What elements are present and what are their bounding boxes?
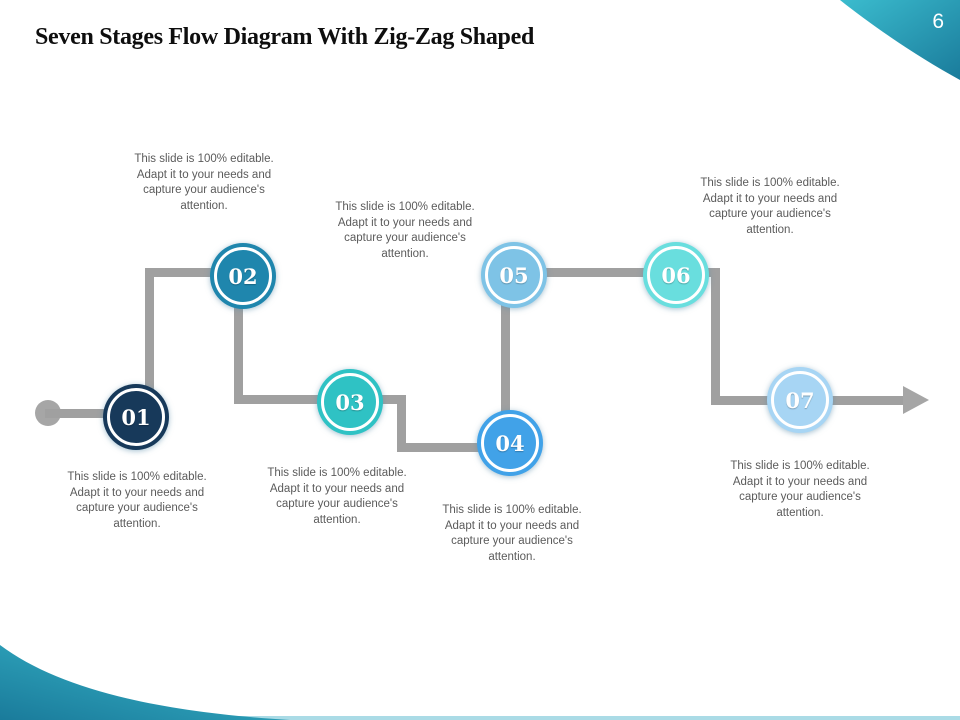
stage-number: 06: [661, 262, 691, 288]
caption-stage-04: This slide is 100% editable. Adapt it to…: [442, 504, 582, 563]
stage-circle-03: 03: [317, 369, 383, 435]
slide-title: Seven Stages Flow Diagram With Zig-Zag S…: [35, 24, 534, 50]
page-number: 6: [932, 10, 944, 33]
stage-circle-02: 02: [210, 243, 276, 309]
connector-segment: [397, 443, 513, 452]
caption-stage-01: This slide is 100% editable. Adapt it to…: [67, 471, 207, 530]
stage-circle-07: 07: [767, 367, 833, 433]
connector-segment: [501, 271, 510, 447]
connector-segment: [234, 268, 243, 404]
stage-number: 04: [495, 430, 525, 456]
stage-number: 07: [785, 387, 815, 413]
caption-stage-03: This slide is 100% editable. Adapt it to…: [267, 467, 407, 526]
connector-segment: [505, 268, 720, 277]
connector-segment: [45, 409, 154, 418]
stage-circle-05: 05: [481, 242, 547, 308]
connector-segment: [397, 395, 406, 452]
stage-number: 03: [335, 389, 365, 415]
connector-segment: [145, 268, 245, 277]
caption-stage-06: This slide is 100% editable. Adapt it to…: [700, 177, 840, 236]
bottom-accent-strip: [0, 716, 960, 720]
bottom-left-corner-shape: [0, 645, 290, 720]
caption-stage-02: This slide is 100% editable. Adapt it to…: [134, 153, 274, 212]
caption-stage-07: This slide is 100% editable. Adapt it to…: [730, 460, 870, 519]
stage-circle-01: 01: [103, 384, 169, 450]
connector-segment: [145, 268, 154, 418]
connector-segment: [711, 268, 720, 404]
caption-stage-05: This slide is 100% editable. Adapt it to…: [335, 201, 475, 260]
stage-circle-04: 04: [477, 410, 543, 476]
stage-number: 05: [499, 262, 529, 288]
stage-number: 02: [228, 263, 258, 289]
arrow-head-icon: [903, 386, 929, 414]
stage-circle-06: 06: [643, 242, 709, 308]
stage-number: 01: [121, 404, 151, 430]
